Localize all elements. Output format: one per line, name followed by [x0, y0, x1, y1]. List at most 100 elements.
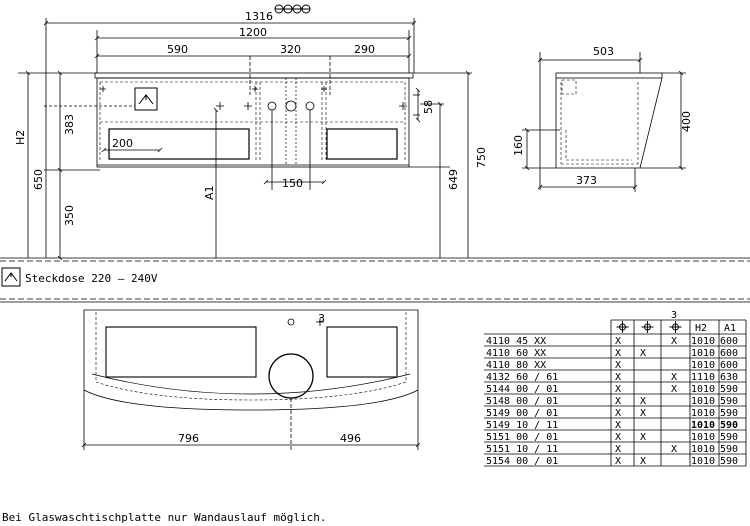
side-dim-height: 400	[680, 111, 693, 132]
dim-right: 290	[354, 43, 375, 56]
tap-header-icon	[616, 321, 629, 333]
row-code: 5148 00 / 01	[486, 396, 558, 407]
row-col2: X	[640, 396, 646, 407]
row-col3: X	[671, 336, 677, 347]
row-a1: 600	[720, 348, 738, 359]
row-code: 5149 00 / 01	[486, 408, 558, 419]
row-h2: 1010	[691, 384, 715, 395]
row-col3: X	[671, 384, 677, 395]
front-countertop	[94, 72, 414, 79]
table-row: 4132 60 / 61 X X 1110 630	[486, 372, 738, 383]
row-code: 5151 10 / 11	[486, 444, 558, 455]
row-h2: 1010	[691, 360, 715, 371]
header-sup: 3	[671, 310, 677, 321]
row-code: 4110 45 XX	[486, 336, 546, 347]
row-a1: 590	[720, 384, 738, 395]
row-code: 5154 00 / 01	[486, 456, 558, 467]
row-h2: 1010	[691, 408, 715, 419]
row-col1: X	[615, 456, 621, 467]
row-col2: X	[640, 456, 646, 467]
row-col1: X	[615, 348, 621, 359]
dim-overall: 1316	[245, 10, 273, 23]
table-row: 5154 00 / 01 X X 1010 590	[486, 456, 738, 467]
plan-view	[81, 309, 421, 450]
row-h2: 1010	[691, 432, 715, 443]
table-row: 5151 00 / 01 X X 1010 590	[486, 432, 738, 443]
label-h2: H2	[14, 130, 27, 145]
socket-legend: Steckdose 220 – 240V	[25, 272, 158, 285]
side-dim-160: 160	[512, 135, 525, 156]
table-row: 4110 45 XX X X 1010 600	[486, 336, 738, 347]
row-code: 4110 60 XX	[486, 348, 546, 359]
row-col3: X	[671, 444, 677, 455]
row-a1: 590	[720, 396, 738, 407]
row-a1: 600	[720, 336, 738, 347]
dim-mid: 320	[280, 43, 301, 56]
row-col1: X	[615, 444, 621, 455]
dim-drawer: 200	[112, 137, 133, 150]
row-col1: X	[615, 396, 621, 407]
dim-left: 590	[167, 43, 188, 56]
row-a1: 590	[720, 456, 738, 467]
header-a1: A1	[724, 323, 736, 334]
table-row: 4110 60 XX X X 1010 600	[486, 348, 738, 359]
row-col1: X	[615, 384, 621, 395]
row-code: 5149 10 / 11	[486, 420, 558, 431]
row-col1: X	[615, 336, 621, 347]
label-750: 750	[475, 147, 488, 168]
row-col1: X	[615, 408, 621, 419]
row-col1: X	[615, 432, 621, 443]
socket-symbol-icon	[1, 267, 21, 287]
row-col2: X	[640, 408, 646, 419]
label-383: 383	[63, 114, 76, 135]
plan-label-3: 3	[318, 312, 325, 325]
label-a1: A1	[203, 185, 216, 200]
row-col2: X	[640, 348, 646, 359]
side-dim-373: 373	[576, 174, 597, 187]
table-row: 5149 00 / 01 X X 1010 590	[486, 408, 738, 419]
tap-header-icon	[669, 321, 682, 333]
row-a1: 590	[720, 420, 738, 431]
row-h2: 1010	[691, 396, 715, 407]
row-a1: 630	[720, 372, 738, 383]
row-col1: X	[615, 372, 621, 383]
row-h2: 1010	[691, 420, 715, 431]
label-650: 650	[32, 169, 45, 190]
row-code: 4110 80 XX	[486, 360, 546, 371]
row-h2: 1010	[691, 444, 715, 455]
table-row: 5149 10 / 11 X 1010 590	[486, 420, 738, 431]
side-dim-depth: 503	[593, 45, 614, 58]
table-row: 5148 00 / 01 X X 1010 590	[486, 396, 738, 407]
row-col2: X	[640, 432, 646, 443]
row-h2: 1010	[691, 336, 715, 347]
label-350: 350	[63, 205, 76, 226]
dim-hole: 58	[422, 100, 435, 114]
front-view	[18, 18, 472, 261]
row-col1: X	[615, 420, 621, 431]
row-h2: 1010	[691, 456, 715, 467]
row-a1: 590	[720, 432, 738, 443]
dim-width: 1200	[239, 26, 267, 39]
row-a1: 590	[720, 408, 738, 419]
header-h2: H2	[695, 323, 707, 334]
dim-siphon: 150	[282, 177, 303, 190]
footnote: Bei Glaswaschtischplatte nur Wandauslauf…	[2, 511, 327, 524]
row-code: 4132 60 / 61	[486, 372, 558, 383]
row-a1: 590	[720, 444, 738, 455]
row-code: 5151 00 / 01	[486, 432, 558, 443]
label-649: 649	[447, 169, 460, 190]
side-view	[522, 52, 686, 192]
table-row: 5151 10 / 11 X X 1010 590	[486, 444, 738, 455]
row-col3: X	[671, 372, 677, 383]
tap-header-icon	[641, 321, 654, 333]
row-col1: X	[615, 360, 621, 371]
plan-dim-right: 496	[340, 432, 361, 445]
floor-line	[0, 257, 750, 303]
row-h2: 1110	[691, 372, 715, 383]
plan-dim-left: 796	[178, 432, 199, 445]
row-h2: 1010	[691, 348, 715, 359]
